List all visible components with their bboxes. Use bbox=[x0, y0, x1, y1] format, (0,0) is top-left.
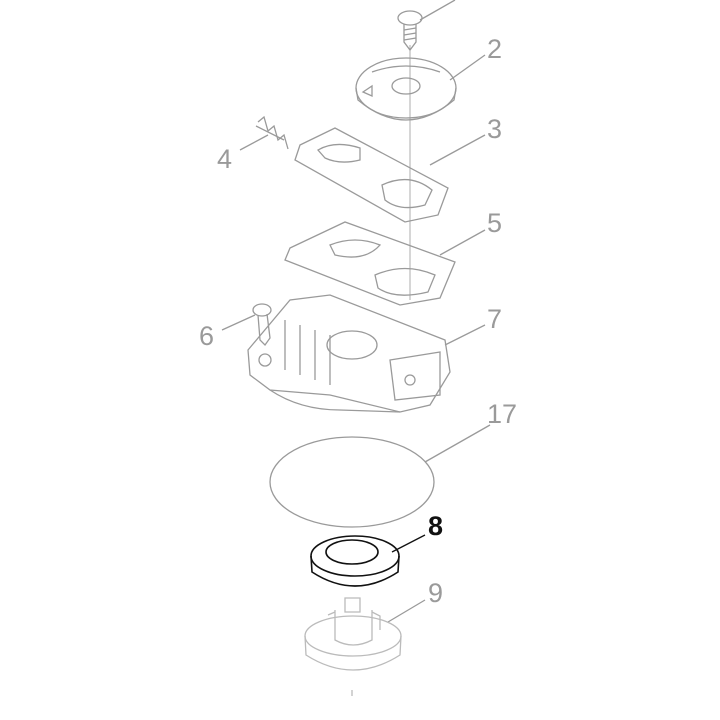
part-9-drive-coupling[interactable] bbox=[304, 597, 402, 671]
part-6-screw[interactable] bbox=[252, 303, 272, 347]
callout-9: 9 bbox=[428, 578, 444, 608]
callout-5: 5 bbox=[487, 208, 503, 238]
part-1-screw[interactable] bbox=[397, 10, 423, 52]
callout-8: 8 bbox=[428, 511, 444, 541]
callout-2: 2 bbox=[487, 34, 503, 64]
part-17-o-ring[interactable] bbox=[269, 436, 435, 528]
part-3-diaphragm-plate[interactable] bbox=[294, 127, 449, 223]
callout-7: 7 bbox=[487, 304, 503, 334]
callout-3: 3 bbox=[487, 114, 503, 144]
callout-4: 4 bbox=[217, 144, 233, 174]
part-8-seal[interactable] bbox=[310, 535, 400, 587]
leader-lines bbox=[221, 0, 491, 623]
callout-17: 17 bbox=[487, 399, 518, 429]
part-4-spring[interactable] bbox=[255, 115, 289, 150]
part-5-gasket-plate[interactable] bbox=[284, 221, 456, 306]
callout-6: 6 bbox=[199, 321, 215, 351]
part-2-cap[interactable] bbox=[355, 57, 457, 121]
part-7-housing[interactable] bbox=[247, 294, 451, 413]
